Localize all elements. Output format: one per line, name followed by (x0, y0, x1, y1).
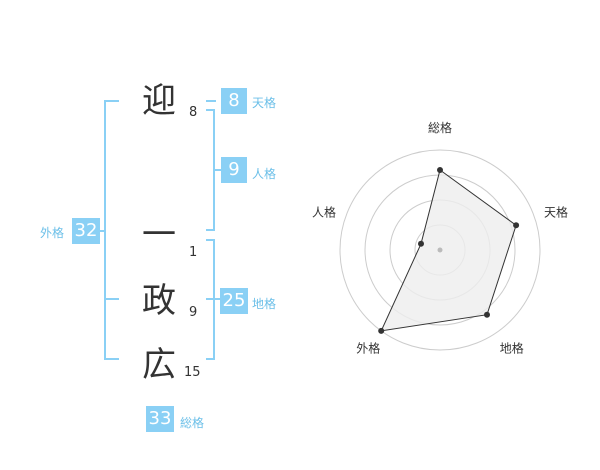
tenkaku-label: 天格 (252, 96, 277, 110)
radar-polygon (380, 169, 517, 332)
name-char-1: 迎 (142, 81, 176, 121)
radar-center-dot (437, 247, 443, 253)
radar-point-1 (437, 167, 443, 173)
radar-axis-label-2: 天格 (544, 204, 568, 219)
bracket-lines (100, 100, 221, 360)
stroke-count-4: 15 (184, 365, 201, 380)
radar-axis-label-4: 外格 (356, 341, 380, 356)
radar-chart: 総格天格地格 外格 人格 (300, 115, 580, 365)
radar-point-5 (418, 240, 424, 247)
chikaku-value-badge: 25 (220, 288, 248, 314)
radar-axis-label-5: 人格 (312, 204, 336, 219)
name-fortune-diagram: 迎 8 一 1 政 9 広 15 8 天格 9 人格 25 地格 32 外格 3… (40, 81, 277, 432)
gaikaku-label: 外格 (40, 226, 65, 240)
radar-point-3 (484, 311, 490, 318)
tenkaku-value-badge: 8 (221, 88, 247, 114)
radar-axis-label-1: 総格 (428, 120, 452, 135)
stroke-count-1: 8 (189, 105, 198, 120)
name-char-2: 一 (142, 215, 176, 255)
gaikaku-value-badge: 32 (72, 218, 100, 244)
radar-point-2 (513, 222, 520, 229)
gaikaku-bracket (104, 100, 119, 360)
name-char-4: 広 (142, 345, 176, 385)
stroke-count-3: 9 (189, 305, 198, 320)
chikaku-label: 地格 (252, 297, 277, 311)
radar-point-4 (378, 327, 385, 334)
jinkaku-bracket (206, 109, 215, 231)
jinkaku-label: 人格 (252, 167, 277, 181)
soukaku-label: 総格 (180, 416, 205, 430)
stroke-count-2: 1 (189, 245, 198, 260)
jinkaku-value-badge: 9 (221, 157, 247, 183)
name-char-3: 政 (142, 281, 176, 321)
radar-ring-4 (339, 149, 541, 351)
soukaku-value-badge: 33 (146, 406, 174, 432)
radar-axis-label-3: 地格 (500, 341, 524, 356)
